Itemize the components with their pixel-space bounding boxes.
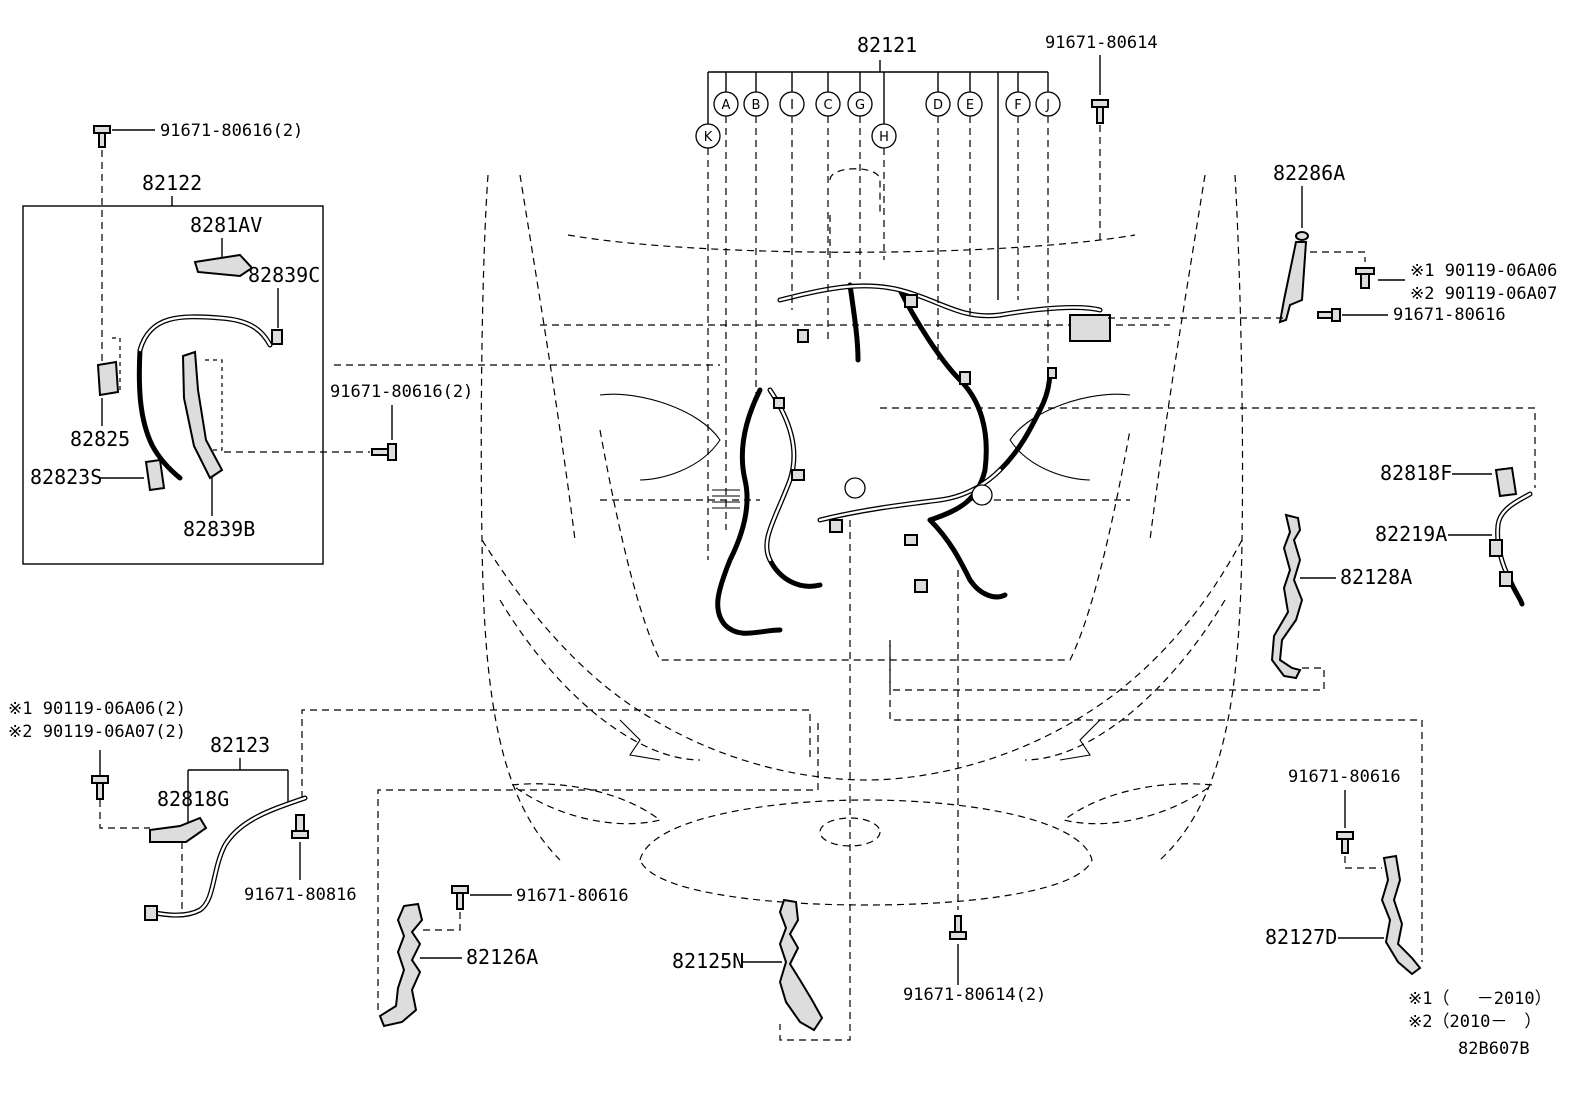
callout-circle-J: J (1035, 91, 1061, 117)
svg-text:K: K (704, 130, 713, 145)
part-82219A-group: 82818F 82219A (880, 407, 1536, 607)
main-harness-82121 (712, 282, 1111, 636)
callout-circle-H: H (871, 123, 897, 149)
svg-text:C: C (823, 98, 832, 113)
part-82125N: 82125N (672, 520, 851, 1041)
label-bolt-right-3: 91671-80616 (1393, 305, 1506, 325)
label-8281AV: 8281AV (190, 213, 262, 237)
label-bolt-top: 91671-80614 (1045, 33, 1158, 53)
part-82126A: 82126A 91671-80616 (377, 720, 819, 1028)
assembly-box-82122: 82122 8281AV 82839C 82825 82839B 82823S … (22, 121, 324, 565)
label-bolt-mid-left: 91671-80616(2) (330, 382, 473, 402)
svg-text:E: E (966, 98, 974, 113)
label-82219A: 82219A (1375, 522, 1447, 546)
callout-circle-E: E (957, 91, 983, 117)
bolt-mid-left: 91671-80616(2) (224, 364, 720, 461)
bolt-top-91671-80614: 91671-80614 (1045, 33, 1158, 240)
callout-circle-D: D (925, 91, 951, 117)
part-82127D: 91671-80616 82127D (889, 640, 1423, 976)
bolt-bottom-center: 91671-80614(2) (903, 570, 1046, 1005)
label-82825: 82825 (70, 427, 130, 451)
label-82823S: 82823S (30, 465, 102, 489)
label-82818G: 82818G (157, 787, 229, 811)
callout-circle-B: B (743, 91, 769, 117)
label-82123: 82123 (210, 733, 270, 757)
callout-circle-K: K (695, 123, 721, 149)
svg-text:A: A (722, 98, 731, 113)
part-82128A: 82128A (889, 513, 1412, 691)
vehicle-outline (480, 168, 1244, 906)
svg-text:I: I (790, 98, 794, 113)
footnote-2: ※2（2010－ ） (1408, 1012, 1541, 1032)
label-82286A: 82286A (1273, 161, 1345, 185)
label-82839B: 82839B (183, 517, 255, 541)
callout-circle-A: A (713, 91, 739, 117)
label-82839C: 82839C (248, 263, 320, 287)
label-bolt-right-1: ※1 90119-06A06 (1410, 261, 1557, 281)
label-bolt-ll-1: ※1 90119-06A06(2) (8, 699, 186, 719)
diagram-code: 82B607B (1458, 1039, 1530, 1059)
callout-tree-82121: 82121 A B I C (695, 33, 1061, 560)
callout-circle-G: G (847, 91, 873, 117)
part-82123-group: ※1 90119-06A06(2) ※2 90119-06A07(2) 8212… (8, 699, 811, 921)
part-82286A: 82286A ※1 90119-06A06 ※2 90119-06A07 916… (1108, 161, 1557, 325)
callout-circle-F: F (1005, 91, 1031, 117)
label-bolt-80816: 91671-80816 (244, 885, 357, 905)
label-82128A: 82128A (1340, 565, 1412, 589)
label-82127D: 82127D (1265, 925, 1337, 949)
callout-circle-I: I (779, 91, 805, 117)
label-bolt-127d: 91671-80616 (1288, 767, 1401, 787)
svg-text:G: G (855, 98, 865, 113)
svg-text:J: J (1045, 98, 1050, 113)
label-bolt-right-2: ※2 90119-06A07 (1410, 284, 1557, 304)
svg-text:B: B (752, 98, 761, 113)
label-82121: 82121 (857, 33, 917, 57)
label-82125N: 82125N (672, 949, 744, 973)
label-bolt-left-top: 91671-80616(2) (160, 121, 303, 141)
label-82818F: 82818F (1380, 461, 1452, 485)
label-bolt-126a: 91671-80616 (516, 886, 629, 906)
label-82126A: 82126A (466, 945, 538, 969)
label-bolt-ll-2: ※2 90119-06A07(2) (8, 722, 186, 742)
svg-text:D: D (933, 98, 943, 113)
svg-text:F: F (1014, 98, 1021, 113)
callout-circle-C: C (815, 91, 841, 117)
label-82122: 82122 (142, 171, 202, 195)
footnotes: ※1（ －2010） ※2（2010－ ） 82B607B (1408, 989, 1552, 1059)
label-bolt-bottom: 91671-80614(2) (903, 985, 1046, 1005)
svg-text:H: H (879, 130, 889, 145)
footnote-1: ※1（ －2010） (1408, 989, 1552, 1009)
